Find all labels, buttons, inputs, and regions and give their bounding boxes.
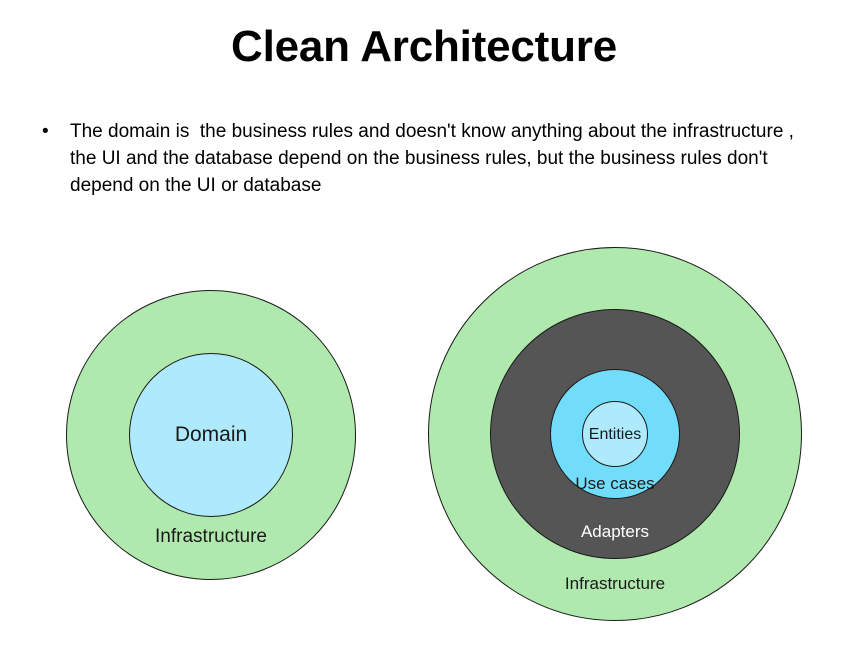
page-title: Clean Architecture (231, 22, 617, 71)
clean-architecture-layers-diagram: Entities Use cases Adapters Infrastructu… (428, 247, 802, 621)
list-item: • The domain is the business rules and d… (34, 118, 814, 199)
bullet-marker-icon: • (42, 121, 49, 142)
ring-entities (582, 401, 648, 467)
ring-domain (129, 353, 293, 517)
bullet-list: • The domain is the business rules and d… (34, 118, 814, 199)
domain-infrastructure-diagram: Domain Infrastructure (66, 290, 356, 580)
bullet-text: The domain is the business rules and doe… (70, 121, 800, 196)
